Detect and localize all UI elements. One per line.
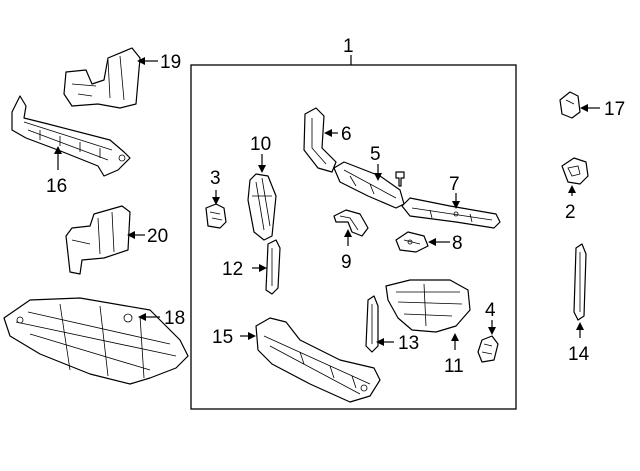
part-18-under-cover[interactable] [3, 297, 189, 385]
callout-2[interactable]: 2 [565, 202, 576, 223]
callout-6[interactable]: 6 [341, 124, 352, 145]
callout-12[interactable]: 12 [222, 259, 243, 280]
part-2-seal[interactable] [561, 157, 589, 185]
part-10-side-support[interactable] [247, 173, 277, 241]
callout-10[interactable]: 10 [250, 134, 271, 155]
part-11-air-guide[interactable] [385, 279, 471, 333]
callout-3[interactable]: 3 [210, 168, 221, 189]
callout-15[interactable]: 15 [212, 327, 233, 348]
part-19-bracket[interactable] [63, 47, 141, 109]
callout-11[interactable]: 11 [444, 356, 464, 377]
part-3-bracket[interactable] [205, 203, 227, 229]
part-9-duct[interactable] [333, 209, 369, 237]
callout-18[interactable]: 18 [164, 308, 185, 329]
part-13-vertical-bracket[interactable] [365, 295, 379, 353]
part-7-support-extension[interactable] [401, 197, 501, 229]
part-5-support-upper[interactable] [333, 161, 405, 209]
callout-5[interactable]: 5 [370, 144, 381, 165]
callout-9[interactable]: 9 [341, 252, 352, 273]
part-15-support-lower[interactable] [255, 317, 381, 403]
callout-17[interactable]: 17 [604, 99, 625, 120]
callout-20[interactable]: 20 [147, 226, 168, 247]
part-8-latch-bracket[interactable] [395, 231, 429, 253]
clip-part[interactable] [395, 171, 405, 187]
callout-14[interactable]: 14 [568, 344, 590, 365]
part-17-clip[interactable] [559, 91, 581, 119]
callout-19[interactable]: 19 [160, 52, 181, 73]
callout-1[interactable]: 1 [343, 36, 354, 57]
callout-4[interactable]: 4 [485, 300, 496, 321]
callout-7[interactable]: 7 [449, 174, 460, 195]
callout-13[interactable]: 13 [398, 333, 419, 354]
part-14-strip[interactable] [573, 243, 587, 321]
part-4-bracket[interactable] [477, 335, 499, 363]
part-16-reinforcement[interactable] [11, 95, 131, 177]
part-20-bracket[interactable] [65, 205, 131, 275]
callout-16[interactable]: 16 [46, 176, 67, 197]
part-12-vertical-support[interactable] [265, 239, 281, 295]
part-6-bracket[interactable] [303, 107, 337, 173]
callout-8[interactable]: 8 [452, 233, 463, 254]
assembly-frame [190, 64, 517, 410]
